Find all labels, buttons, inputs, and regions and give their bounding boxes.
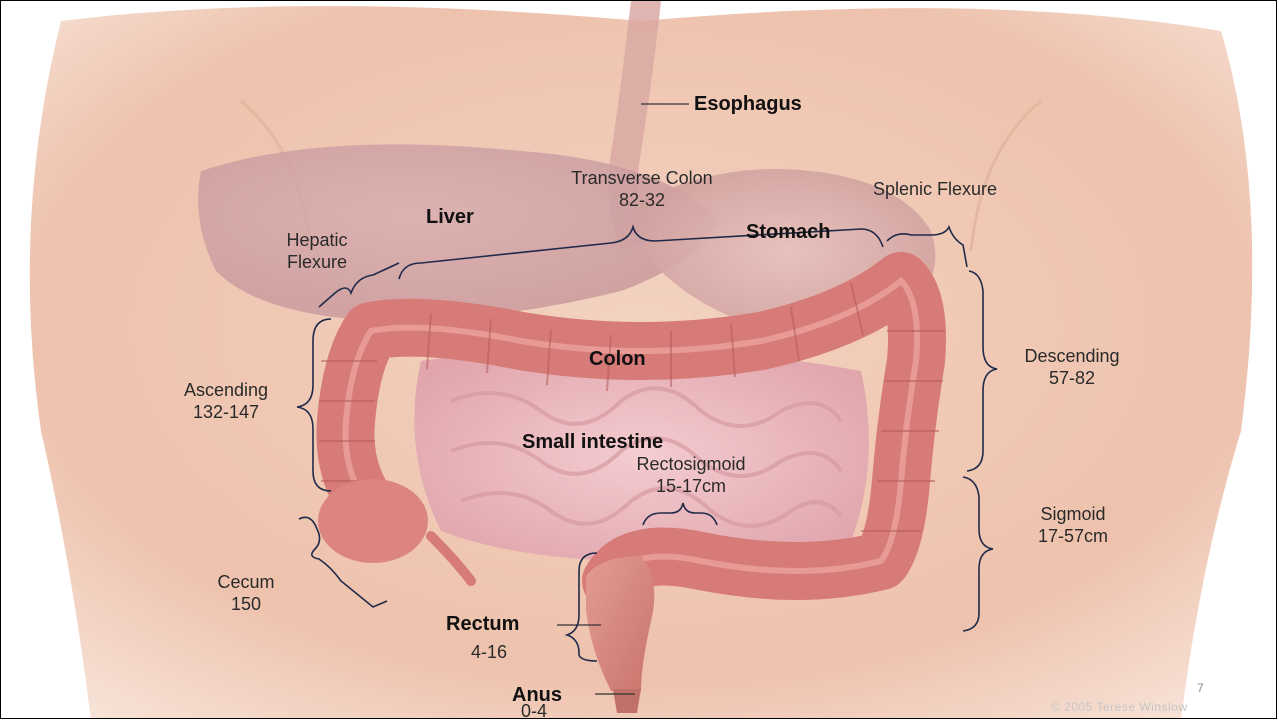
small-intestine-label: Small intestine [522, 431, 663, 453]
cecum-organ [318, 479, 428, 563]
rectum-label: Rectum [446, 613, 519, 635]
descending-label: Descending 57-82 [1017, 345, 1127, 389]
stomach-label: Stomach [746, 221, 830, 243]
liver-label: Liver [426, 206, 474, 228]
anus-organ [613, 689, 641, 713]
sigmoid-label: Sigmoid 17-57cm [1023, 503, 1123, 547]
anus-value-label: 0-4 [521, 700, 547, 719]
hepatic-flexure-label: Hepatic Flexure [277, 229, 357, 273]
cecum-label: Cecum 150 [201, 571, 291, 615]
transverse-colon-label: Transverse Colon 82-32 [557, 167, 727, 211]
page-number: 7 [1197, 681, 1204, 695]
ascending-label: Ascending 132-147 [171, 379, 281, 423]
copyright-text: © 2005 Terese Winslow [1051, 700, 1188, 714]
colon-label: Colon [589, 348, 646, 370]
rectosigmoid-label: Rectosigmoid 15-17cm [621, 453, 761, 497]
splenic-flexure-label: Splenic Flexure [873, 178, 997, 200]
rectum-value-label: 4-16 [471, 641, 507, 663]
esophagus-label: Esophagus [694, 93, 802, 115]
